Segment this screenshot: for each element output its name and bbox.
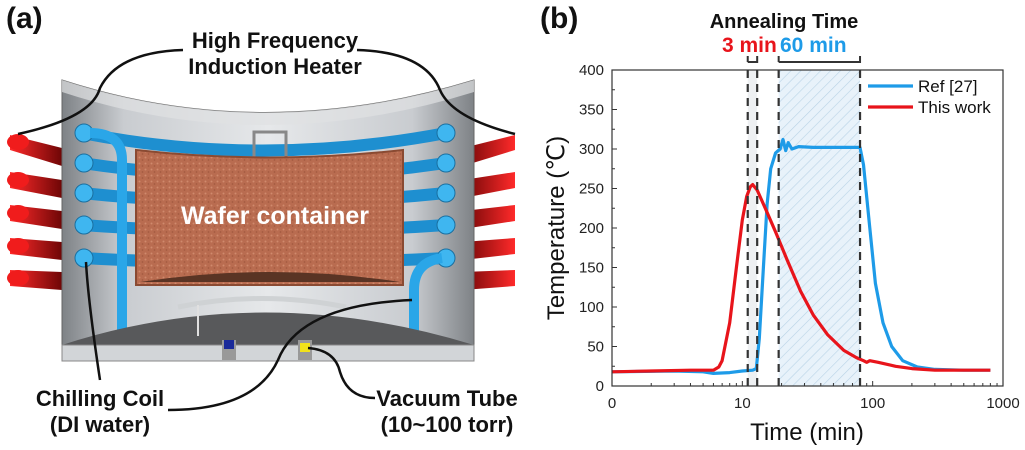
blue-fitting — [224, 340, 234, 349]
callout-chilling-line1: Chilling Coil — [35, 386, 165, 411]
induction-coils-right — [463, 135, 515, 290]
callout-heater: High Frequency Induction Heater — [180, 28, 370, 80]
y-tick-label: 50 — [587, 339, 604, 356]
y-tick-label: 150 — [579, 260, 604, 277]
series-line-ref-27 — [611, 137, 991, 375]
panel-b-label: (b) — [540, 2, 579, 35]
annotation-bracket-long — [777, 56, 862, 63]
callout-vacuum-line1: Vacuum Tube — [376, 386, 518, 411]
y-tick-label: 350 — [579, 102, 604, 119]
wafer-container — [135, 148, 404, 286]
x-tick-label: 10 — [734, 395, 751, 412]
y-tick-label: 400 — [579, 62, 604, 79]
callout-heater-line2: Induction Heater — [188, 54, 362, 79]
y-tick-label: 100 — [579, 299, 604, 316]
annotation-title: Annealing Time — [710, 11, 859, 33]
y-tick-label: 300 — [579, 141, 604, 158]
legend-label: This work — [918, 98, 991, 117]
shaded-region-long — [778, 70, 861, 386]
callout-chilling-coil: Chilling Coil (DI water) — [30, 386, 170, 438]
x-tick-label: 100 — [860, 395, 885, 412]
annotation-short: 3 min — [722, 34, 777, 57]
callout-chilling-line2: (DI water) — [49, 412, 151, 437]
panel-a-label: (a) — [6, 2, 43, 35]
annotation-bracket-short — [746, 56, 759, 63]
x-tick-label: 0 — [608, 395, 616, 412]
callout-wafer-container: Wafer container — [180, 202, 369, 230]
legend: Ref [27] This work — [868, 77, 991, 117]
induction-coils-left — [7, 134, 62, 290]
y-tick-label: 0 — [596, 378, 604, 395]
x-tick-label: 1000 — [986, 395, 1019, 412]
series-line-this-work — [611, 183, 991, 374]
callout-vacuum-line2: (10~100 torr) — [380, 412, 514, 437]
annotation-long: 60 min — [780, 34, 847, 57]
y-axis-title: Temperature (℃) — [543, 136, 570, 320]
y-tick-label: 250 — [579, 181, 604, 198]
x-axis-title: Time (min) — [750, 419, 864, 446]
callout-heater-line1: High Frequency — [191, 28, 359, 53]
vacuum-fitting — [300, 343, 310, 352]
callout-vacuum-tube: Vacuum Tube (10~100 torr) — [372, 386, 522, 438]
induction-heater-illustration — [7, 48, 516, 412]
shaded-region-short — [747, 70, 758, 386]
legend-label: Ref [27] — [918, 77, 978, 96]
y-tick-label: 200 — [579, 220, 604, 237]
plot-frame — [611, 69, 1004, 387]
